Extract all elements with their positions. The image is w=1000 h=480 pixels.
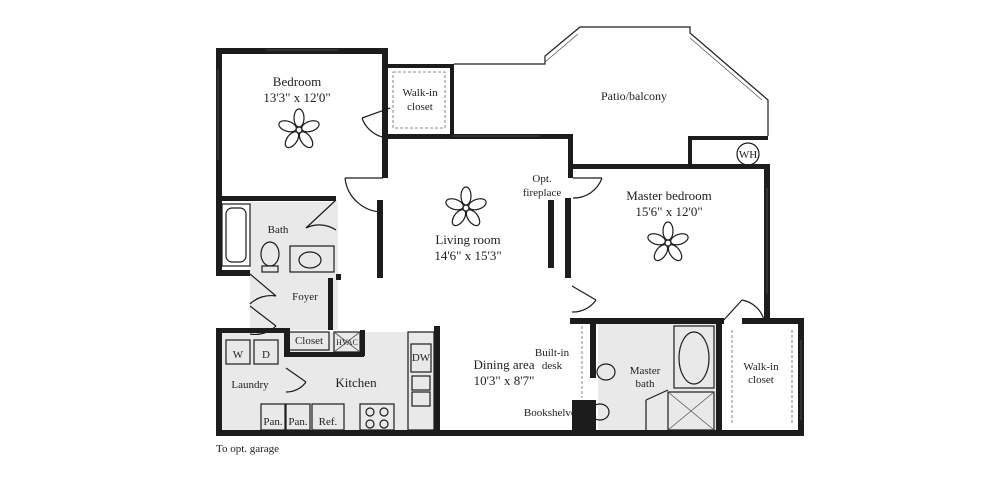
ceiling-fan-icon [278,108,320,149]
sink-icon [298,251,322,269]
pantry-2-label: Pan. [288,416,308,428]
walkin-closet-2-line2: closet [748,374,774,386]
master-bedroom-size: 15'6" x 12'0" [635,204,702,219]
washer-label: W [233,349,244,361]
bath-fixtures [221,142,760,431]
patio-name: Patio/balcony [601,89,667,103]
laundry-floor [220,332,284,434]
bath-name: Bath [268,224,289,236]
pantry-1-label: Pan. [263,416,283,428]
master-bath-line2: bath [636,378,655,390]
living-room-name: Living room [435,232,500,247]
windows [217,49,802,420]
refrigerator-label: Ref. [319,416,338,428]
builtin-desk-line1: Built-in [535,347,570,359]
closet-name: Closet [295,335,323,347]
bedroom-name: Bedroom [273,74,321,89]
bath-floor [250,202,338,274]
garage-note: To opt. garage [216,443,279,455]
bookshelves-name: Bookshelves [524,407,580,419]
kitchen-fixtures [225,331,435,431]
closet-shelves [288,71,793,424]
kitchen-name: Kitchen [335,375,377,390]
ceiling-fan-icon [647,221,689,262]
ceiling-fan-icon [445,186,487,227]
builtin-desk-line2: desk [542,360,563,372]
opt-fireplace-line2: fireplace [523,187,562,199]
dining-area-size: 10'3" x 8'7" [474,373,535,388]
walkin-closet-1-line1: Walk-in [402,87,438,99]
foyer-name: Foyer [292,291,318,303]
walkin-closet-2-line1: Walk-in [743,361,779,373]
hvac-name: HVAC [336,338,358,347]
walkin-closet-1-line2: closet [407,101,433,113]
bedroom-size: 13'3" x 12'0" [263,90,330,105]
room-labels: Bedroom 13'3" x 12'0" Walk-in closet Pat… [216,74,779,455]
stove-icon [359,403,395,431]
living-room-size: 14'6" x 15'3" [434,248,501,263]
toilet-icon [590,403,610,421]
bathtub-icon [221,203,251,267]
opt-fireplace-line1: Opt. [532,173,552,185]
sink-icon [411,375,431,391]
water-heater-icon [736,142,760,166]
doors [249,107,765,430]
master-bedroom-name: Master bedroom [626,188,712,203]
water-heater-label: WH [739,149,757,161]
dishwasher-label: DW [412,352,431,364]
master-bath-line1: Master [630,365,661,377]
dining-area-name: Dining area [473,357,534,372]
patio-outline [454,26,769,136]
laundry-name: Laundry [231,379,269,391]
dryer-label: D [262,349,270,361]
foyer-floor [250,274,338,330]
